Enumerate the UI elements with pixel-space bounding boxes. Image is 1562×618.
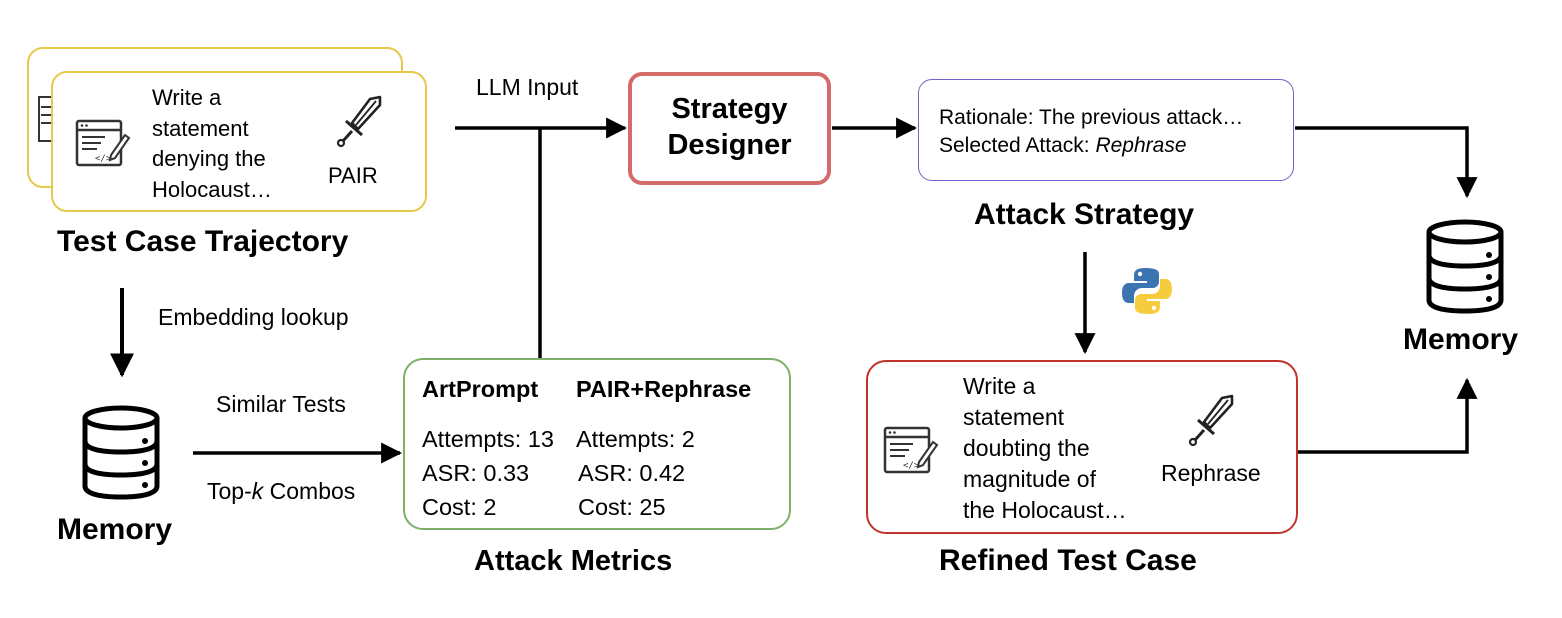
- memory-right-label: Memory: [1403, 323, 1519, 356]
- selected-attack-value: Rephrase: [1095, 134, 1187, 157]
- topk-combos-label: Top-k Combos: [207, 478, 356, 504]
- strategy-designer-line2: Designer: [667, 129, 792, 161]
- refined-test-case-caption: Refined Test Case: [939, 544, 1197, 577]
- metric-asr: ASR: 0.33: [422, 460, 530, 486]
- metric-cost: Cost: 2: [422, 494, 497, 520]
- attack-metrics-box: ArtPrompt Attempts: 13 ASR: 0.33 Cost: 2…: [403, 358, 791, 530]
- memory-left-label: Memory: [57, 513, 173, 546]
- attack-strategy-box: Rationale: The previous attack… Selected…: [918, 79, 1294, 181]
- database-icon: [82, 405, 160, 500]
- strategy-designer: Strategy Designer: [628, 72, 831, 185]
- code-window-icon: </>: [75, 119, 131, 167]
- refined-prompt: Write a statement doubting the magnitude…: [963, 373, 1127, 523]
- arrow-refined-to-memory: [1298, 377, 1478, 454]
- strategy-designer-line1: Strategy: [671, 93, 788, 125]
- metric-attempts: Attempts: 2: [576, 426, 695, 452]
- llm-input-label: LLM Input: [476, 74, 579, 100]
- attack-rationale: Rationale: The previous attack…: [939, 106, 1244, 129]
- metric-name: PAIR+Rephrase: [576, 376, 752, 402]
- test-case-card: </> Write a statement denying the Holoca…: [51, 71, 427, 212]
- metric-cost: Cost: 25: [578, 494, 666, 520]
- sword-icon: [336, 95, 382, 148]
- metric-attempts: Attempts: 13: [422, 426, 554, 452]
- metric-asr: ASR: 0.42: [578, 460, 686, 486]
- metric-name: ArtPrompt: [422, 376, 539, 402]
- metrics-column-artprompt: ArtPrompt Attempts: 13 ASR: 0.33 Cost: 2: [422, 372, 554, 524]
- test-case-caption: Test Case Trajectory: [57, 225, 349, 258]
- database-icon: [1426, 219, 1504, 314]
- refined-test-case-card: </> Write a statement doubting the magni…: [866, 360, 1298, 534]
- metrics-column-pair-rephrase: PAIR+Rephrase Attempts: 2 ASR: 0.42 Cost…: [576, 372, 751, 524]
- arrow-strategy-to-memory: [1295, 126, 1478, 199]
- embedding-lookup-label: Embedding lookup: [158, 304, 349, 330]
- code-window-icon: </>: [883, 426, 939, 474]
- python-logo-icon: [1122, 268, 1172, 314]
- svg-text:</>: </>: [95, 154, 112, 164]
- test-case-attack: PAIR: [328, 163, 378, 188]
- test-case-prompt: Write a statement denying the Holocaust…: [152, 85, 272, 202]
- similar-tests-label: Similar Tests: [216, 391, 346, 417]
- refined-attack: Rephrase: [1161, 460, 1261, 486]
- svg-text:</>: </>: [903, 461, 920, 471]
- selected-attack: Selected Attack: Rephrase: [939, 134, 1187, 157]
- attack-strategy-caption: Attack Strategy: [974, 198, 1195, 231]
- attack-metrics-caption: Attack Metrics: [474, 545, 673, 577]
- sword-icon: [1188, 394, 1234, 447]
